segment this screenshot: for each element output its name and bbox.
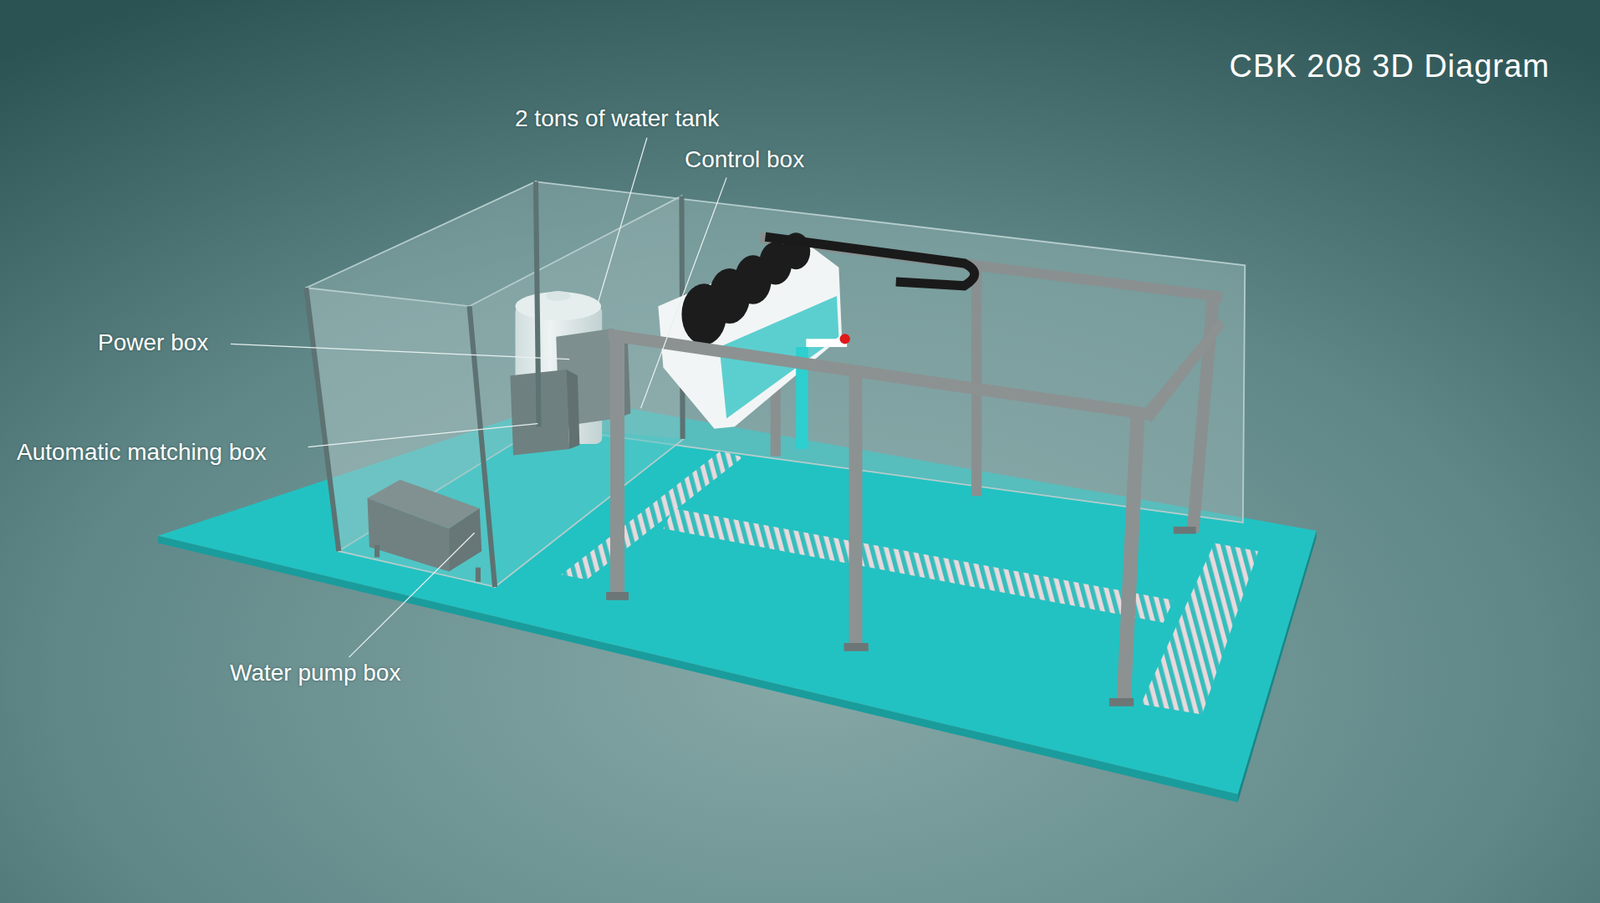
- part-label: Water pump box: [229, 659, 401, 687]
- leader-lines: [230, 137, 727, 658]
- wash-brushes: [681, 232, 811, 345]
- warning-lamp: [840, 333, 851, 344]
- floor-grate: [662, 508, 1173, 623]
- floor-grate: [1141, 542, 1259, 714]
- gantry-front: [608, 318, 1225, 707]
- part-label: Automatic matching box: [16, 438, 267, 466]
- floor-grate: [560, 451, 743, 581]
- part-label: 2 tons of water tank: [514, 105, 719, 133]
- wash-machine: [657, 243, 842, 429]
- post-feet: [606, 526, 1197, 707]
- diagram-title: CBK 208 3D Diagram: [1229, 48, 1550, 85]
- cable-carrier: [765, 236, 975, 286]
- part-label: Power box: [97, 329, 209, 357]
- part-label: Control box: [684, 146, 805, 174]
